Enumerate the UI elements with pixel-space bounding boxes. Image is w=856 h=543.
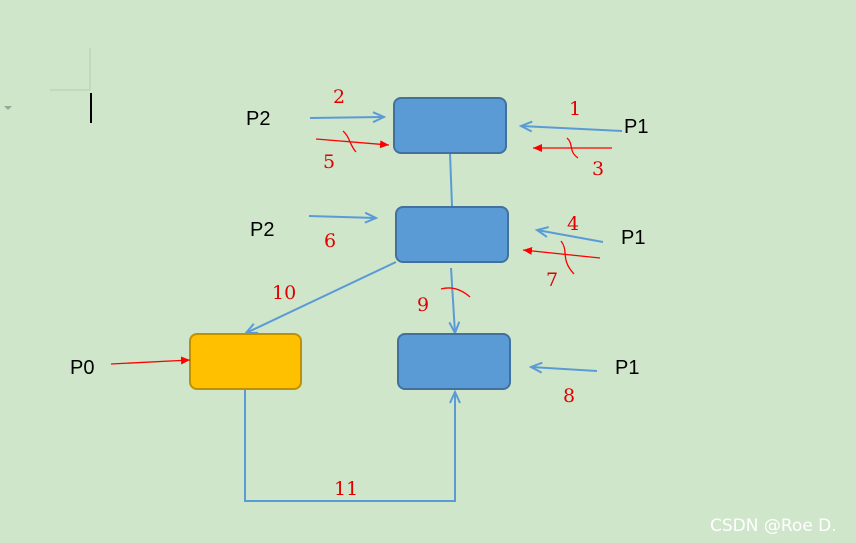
arrow-11	[244, 389, 455, 502]
arrow-4	[537, 230, 604, 243]
watermark: CSDN @Roe D.	[710, 516, 837, 536]
strike-mark-5	[342, 130, 357, 153]
arrow-1	[521, 126, 623, 131]
step-label-6: 6	[324, 230, 336, 252]
step-label-5: 5	[323, 151, 335, 173]
step-label-11: 11	[334, 478, 358, 500]
step-label-3: 3	[592, 158, 604, 180]
step-label-9: 9	[417, 294, 429, 316]
resource-node-middle	[395, 206, 509, 263]
strike-mark-9	[440, 287, 471, 298]
arrow-9	[451, 267, 455, 333]
process-label-p1-middle: P1	[621, 227, 645, 249]
process-label-p0: P0	[70, 357, 94, 379]
step-label-1: 1	[569, 98, 581, 120]
step-label-7: 7	[546, 269, 558, 291]
step-label-4: 4	[567, 213, 579, 235]
process-label-p2-middle: P2	[250, 219, 274, 241]
process-label-p1-top: P1	[624, 116, 648, 138]
strike-mark-3	[566, 137, 579, 159]
resource-node-top	[393, 97, 507, 154]
arrow-2	[309, 117, 384, 118]
resource-node-p0	[189, 333, 302, 390]
arrow-6	[308, 216, 376, 218]
editor-margin-marks	[4, 48, 92, 123]
arrow-7	[522, 246, 601, 259]
step-label-2: 2	[333, 86, 345, 108]
strike-mark-7	[560, 240, 575, 275]
connector-top-mid	[449, 152, 453, 207]
process-label-p2-top: P2	[246, 108, 270, 130]
process-label-p1-bottom: P1	[615, 357, 639, 379]
resource-node-bottom	[397, 333, 511, 390]
arrow-10	[246, 261, 397, 333]
collapse-icon	[4, 106, 12, 110]
arrow-p0	[110, 356, 191, 365]
step-label-8: 8	[563, 385, 575, 407]
arrow-5	[315, 138, 390, 149]
step-label-10: 10	[272, 282, 296, 304]
arrow-8	[531, 367, 598, 371]
